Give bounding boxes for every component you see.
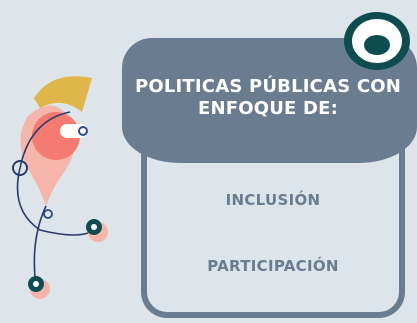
item-inclusion: INCLUSIÓN xyxy=(225,191,321,209)
gold-arc-shape xyxy=(34,76,92,112)
item-participation: PARTICIPACIÓN xyxy=(207,257,339,275)
small-node xyxy=(43,209,53,219)
card-title: POLITICAS PÚBLICAS CON ENFOQUE DE: xyxy=(134,76,402,119)
capsule-node xyxy=(78,126,88,136)
eye-badge-icon xyxy=(344,12,410,70)
card-body xyxy=(141,132,405,318)
node-1-dot xyxy=(91,224,97,230)
ring-node xyxy=(12,160,28,176)
node-2-dot xyxy=(33,281,39,287)
